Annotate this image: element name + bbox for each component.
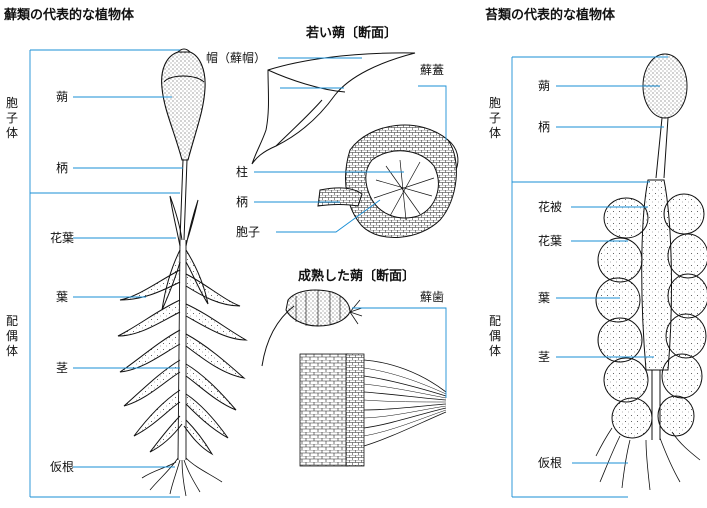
- moss-rhizoid-label: 仮根: [50, 460, 75, 474]
- liverwort-perichaetial-leaf-label: 花葉: [538, 234, 563, 248]
- moss-perichaetial-leaf-label: 花葉: [50, 231, 75, 245]
- columella-label: 柱: [236, 165, 249, 179]
- liverwort-stem-label: 茎: [538, 350, 551, 364]
- mature-capsule-title: 成熟した蒴〔断面〕: [298, 269, 416, 284]
- mature-capsule-section: [299, 353, 447, 467]
- calyptra-label: 帽（蘚帽）: [206, 51, 267, 65]
- liverwort-bracket: [511, 56, 668, 498]
- liverwort-leaf-label: 葉: [538, 291, 551, 305]
- leader-spores: [276, 199, 381, 233]
- young-capsule-title: 若い蒴〔断面〕: [306, 26, 398, 41]
- moss-stem-label: 茎: [56, 361, 69, 375]
- moss-gametophyte-label: 配 偶 体: [5, 314, 18, 358]
- liverwort-leader-lines: [511, 56, 668, 498]
- liverwort-plant: [595, 53, 707, 491]
- leader-peristome: [352, 307, 447, 398]
- leader-operculum: [418, 85, 447, 140]
- liverwort-perianth-label: 花被: [538, 200, 563, 214]
- young-capsule-section: [317, 124, 459, 238]
- moss-title: 蘚類の代表的な植物体: [4, 8, 135, 23]
- young-seta-label: 柄: [236, 195, 249, 209]
- moss-bracket: [29, 49, 180, 498]
- liverwort-gametophyte-label: 配 偶 体: [488, 314, 501, 358]
- peristome-label: 蘚歯: [420, 290, 445, 304]
- young-capsule-calyptra: [251, 52, 416, 165]
- spores-label: 胞子: [236, 225, 261, 239]
- liverwort-sporophyte-label: 胞 子 体: [488, 96, 501, 140]
- young-capsule-leader-lines: [254, 57, 447, 233]
- operculum-label: 蘚蓋: [420, 63, 445, 77]
- moss-seta-label: 柄: [56, 161, 69, 175]
- liverwort-title: 苔類の代表的な植物体: [485, 8, 616, 23]
- liverwort-capsule-label: 蒴: [538, 79, 551, 93]
- moss-sporophyte-label: 胞 子 体: [5, 96, 18, 140]
- liverwort-seta-label: 柄: [538, 120, 551, 134]
- moss-plant: [117, 48, 248, 497]
- moss-capsule-label: 蒴: [56, 90, 69, 104]
- moss-leaf-label: 葉: [56, 290, 69, 304]
- mature-capsule: [261, 289, 363, 367]
- liverwort-rhizoid-label: 仮根: [538, 456, 563, 470]
- moss-leader-lines: [29, 49, 183, 498]
- mature-capsule-leader-lines: [352, 307, 447, 398]
